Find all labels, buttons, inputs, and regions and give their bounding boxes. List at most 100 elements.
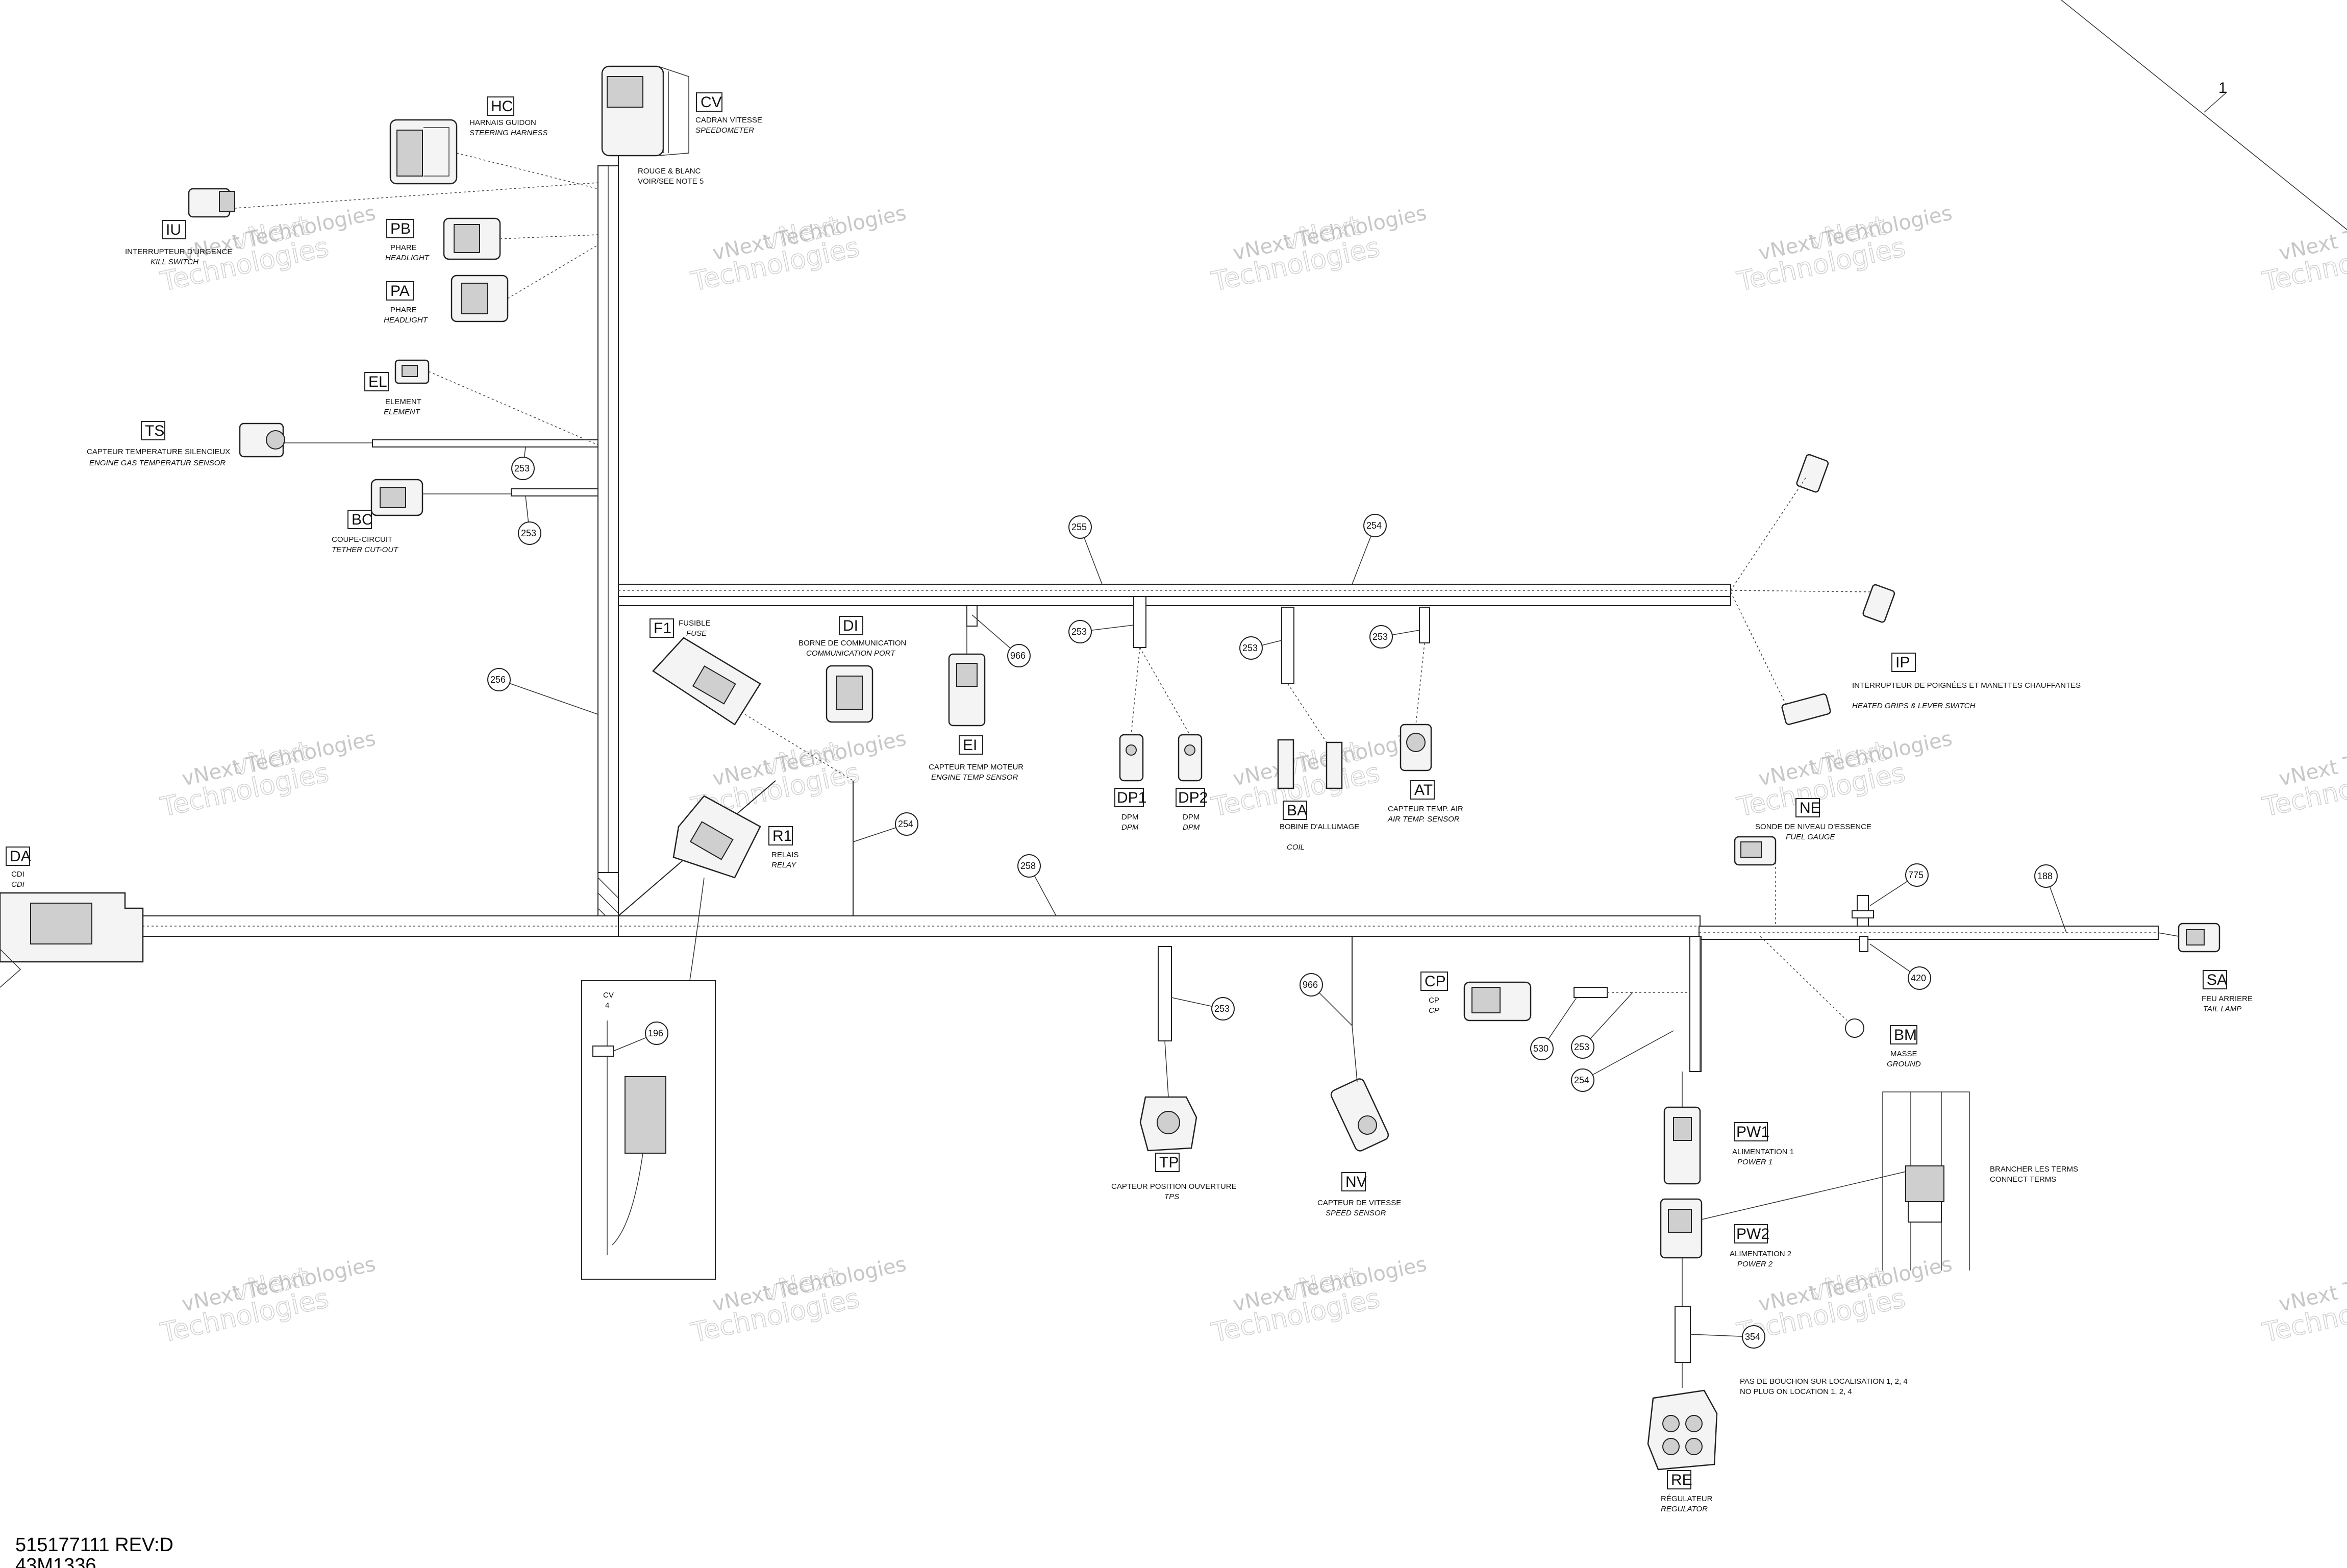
svg-text:DPM: DPM bbox=[1183, 813, 1200, 822]
connector-bc[interactable]: BC COUPE-CIRCUIT TETHER CUT-OUT bbox=[332, 479, 511, 554]
svg-text:COMMUNICATION PORT: COMMUNICATION PORT bbox=[806, 649, 896, 658]
svg-text:DI: DI bbox=[843, 617, 858, 634]
svg-text:IU: IU bbox=[166, 221, 181, 238]
svg-text:TETHER CUT-OUT: TETHER CUT-OUT bbox=[332, 545, 399, 554]
svg-text:VOIR/SEE NOTE 5: VOIR/SEE NOTE 5 bbox=[638, 177, 704, 186]
svg-text:254: 254 bbox=[1574, 1075, 1589, 1085]
svg-text:INTERRUPTEUR DE POIGNÉES ET MA: INTERRUPTEUR DE POIGNÉES ET MANETTES CHA… bbox=[1852, 681, 2081, 690]
svg-text:253: 253 bbox=[1372, 632, 1388, 642]
svg-text:CV: CV bbox=[603, 991, 614, 1000]
svg-text:RÉGULATEUR: RÉGULATEUR bbox=[1661, 1495, 1713, 1503]
svg-text:253: 253 bbox=[1574, 1042, 1589, 1052]
svg-text:DPM: DPM bbox=[1121, 823, 1139, 832]
svg-text:INTERRUPTEUR D'URGENCE: INTERRUPTEUR D'URGENCE bbox=[125, 247, 232, 256]
svg-text:CDI: CDI bbox=[11, 870, 24, 879]
svg-text:ENGINE TEMP SENSOR: ENGINE TEMP SENSOR bbox=[931, 773, 1018, 782]
ground-bolt bbox=[1852, 895, 1874, 952]
svg-text:FUSE: FUSE bbox=[686, 629, 707, 638]
svg-text:ROUGE & BLANC: ROUGE & BLANC bbox=[638, 167, 701, 176]
svg-text:SA: SA bbox=[2207, 972, 2227, 988]
connector-re[interactable]: RE RÉGULATEUR REGULATOR PAS DE BOUCHON S… bbox=[1647, 1377, 1908, 1513]
svg-text:1: 1 bbox=[2218, 80, 2227, 96]
svg-text:BM: BM bbox=[1894, 1027, 1917, 1043]
svg-text:966: 966 bbox=[1010, 651, 1026, 661]
svg-text:PHARE: PHARE bbox=[390, 243, 417, 252]
svg-text:DPM: DPM bbox=[1183, 823, 1200, 832]
drawing-code: 43M1336 bbox=[15, 1555, 96, 1568]
svg-text:253: 253 bbox=[1214, 1004, 1230, 1014]
svg-text:BORNE DE COMMUNICATION: BORNE DE COMMUNICATION bbox=[798, 639, 906, 648]
svg-text:RELAIS: RELAIS bbox=[771, 851, 798, 859]
connector-hc[interactable]: HC HARNAIS GUIDON STEERING HARNESS bbox=[389, 96, 598, 189]
svg-text:DP2: DP2 bbox=[1178, 789, 1208, 806]
svg-text:253: 253 bbox=[521, 528, 536, 538]
svg-text:354: 354 bbox=[1745, 1332, 1760, 1342]
svg-text:253: 253 bbox=[1242, 643, 1258, 653]
connector-ba[interactable]: BA BOBINE D'ALLUMAGE COIL bbox=[1277, 683, 1359, 852]
callout-1: 1 bbox=[2061, 0, 2347, 230]
svg-text:253: 253 bbox=[514, 463, 530, 474]
connector-ip[interactable]: IP INTERRUPTEUR DE POIGNÉES ET MANETTES … bbox=[1730, 454, 2081, 725]
svg-text:MASSE: MASSE bbox=[1890, 1050, 1917, 1058]
connector-ne[interactable]: NE SONDE DE NIVEAU D'ESSENCE FUEL GAUGE bbox=[1734, 798, 1871, 926]
connector-di[interactable]: DI BORNE DE COMMUNICATION COMMUNICATION … bbox=[798, 616, 906, 723]
connector-dp1[interactable]: DP1 DPM DPM bbox=[1114, 647, 1146, 832]
svg-text:NE: NE bbox=[1800, 800, 1821, 816]
connector-tp[interactable]: TP CAPTEUR POSITION OUVERTURE TPS bbox=[1111, 1040, 1237, 1201]
connector-dp2[interactable]: DP2 DPM DPM bbox=[1139, 647, 1208, 832]
svg-text:258: 258 bbox=[1020, 861, 1036, 871]
svg-text:HEADLIGHT: HEADLIGHT bbox=[385, 254, 430, 262]
svg-text:530: 530 bbox=[1533, 1043, 1549, 1054]
connector-at[interactable]: AT CAPTEUR TEMP. AIR AIR TEMP. SENSOR bbox=[1387, 642, 1463, 824]
connector-ei[interactable]: EI CAPTEUR TEMP MOTEUR ENGINE TEMP SENSO… bbox=[929, 606, 1023, 782]
svg-text:TAIL LAMP: TAIL LAMP bbox=[2203, 1005, 2241, 1013]
connector-da[interactable]: DA CDI CDI bbox=[0, 847, 144, 988]
connector-pw2[interactable]: PW2 ALIMENTATION 2 POWER 2 bbox=[1660, 1171, 1909, 1268]
connector-nv[interactable]: NV CAPTEUR DE VITESSE SPEED SENSOR bbox=[1317, 1025, 1401, 1217]
footer: 515177111 REV:D 43M1336 bbox=[15, 1534, 173, 1568]
svg-text:CAPTEUR TEMP MOTEUR: CAPTEUR TEMP MOTEUR bbox=[929, 763, 1023, 771]
svg-text:GROUND: GROUND bbox=[1887, 1060, 1921, 1068]
svg-text:BC: BC bbox=[352, 511, 373, 528]
svg-text:PAS DE BOUCHON SUR LOCALISATIO: PAS DE BOUCHON SUR LOCALISATION 1, 2, 4 bbox=[1740, 1377, 1908, 1386]
connector-ts[interactable]: TS CAPTEUR TEMPERATURE SILENCIEUX ENGINE… bbox=[87, 421, 372, 467]
svg-text:NV: NV bbox=[1345, 1174, 1367, 1190]
svg-text:CADRAN VITESSE: CADRAN VITESSE bbox=[695, 116, 762, 125]
part-number: 515177111 REV:D bbox=[15, 1534, 173, 1556]
connector-el[interactable]: EL ELEMENT ELEMENT bbox=[364, 359, 598, 445]
svg-text:NO PLUG ON LOCATION 1, 2, 4: NO PLUG ON LOCATION 1, 2, 4 bbox=[1740, 1387, 1852, 1396]
connector-pa[interactable]: PA PHARE HEADLIGHT bbox=[384, 244, 598, 325]
connector-pw1[interactable]: PW1 ALIMENTATION 1 POWER 1 bbox=[1663, 1072, 1794, 1185]
svg-text:254: 254 bbox=[898, 819, 913, 829]
svg-text:F1: F1 bbox=[654, 620, 671, 637]
svg-text:188: 188 bbox=[2037, 871, 2053, 881]
svg-text:HC: HC bbox=[491, 98, 513, 115]
svg-text:ELEMENT: ELEMENT bbox=[384, 408, 421, 416]
re-harness bbox=[1675, 1258, 1691, 1388]
svg-text:DP1: DP1 bbox=[1117, 789, 1146, 806]
svg-text:CONNECT TERMS: CONNECT TERMS bbox=[1990, 1175, 2056, 1184]
svg-text:FUEL GAUGE: FUEL GAUGE bbox=[1786, 833, 1835, 841]
connector-cv[interactable]: CV CADRAN VITESSE SPEEDOMETER ROUGE & BL… bbox=[601, 65, 762, 186]
connector-iu[interactable]: IU INTERRUPTEUR D'URGENCE KILL SWITCH bbox=[125, 182, 598, 266]
connector-bm[interactable]: BM MASSE GROUND bbox=[1760, 936, 1921, 1068]
svg-text:420: 420 bbox=[1911, 973, 1926, 983]
svg-text:POWER 1: POWER 1 bbox=[1737, 1158, 1772, 1166]
connector-cp[interactable]: CP CP CP bbox=[1420, 972, 1532, 1022]
svg-text:HEATED GRIPS & LEVER SWITCH: HEATED GRIPS & LEVER SWITCH bbox=[1852, 702, 1976, 710]
connector-sa[interactable]: SA FEU ARRIERE TAIL LAMP bbox=[2158, 923, 2253, 1013]
svg-text:HARNAIS GUIDON: HARNAIS GUIDON bbox=[469, 118, 536, 127]
svg-text:196: 196 bbox=[648, 1028, 663, 1038]
svg-text:TPS: TPS bbox=[1164, 1192, 1179, 1201]
svg-text:COUPE-CIRCUIT: COUPE-CIRCUIT bbox=[332, 535, 392, 544]
svg-text:IP: IP bbox=[1895, 654, 1910, 671]
svg-text:775: 775 bbox=[1908, 870, 1924, 880]
connector-pb[interactable]: PB PHARE HEADLIGHT bbox=[385, 217, 598, 262]
connector-f1[interactable]: F1 FUSIBLE FUSE bbox=[650, 618, 854, 781]
svg-text:253: 253 bbox=[1071, 627, 1087, 637]
detail-box-bm: BRANCHER LES TERMS CONNECT TERMS bbox=[1882, 1091, 2078, 1271]
svg-text:DPM: DPM bbox=[1121, 813, 1138, 822]
svg-text:SPEED SENSOR: SPEED SENSOR bbox=[1326, 1209, 1386, 1217]
svg-text:ENGINE GAS TEMPERATUR SENSOR: ENGINE GAS TEMPERATUR SENSOR bbox=[89, 459, 226, 467]
